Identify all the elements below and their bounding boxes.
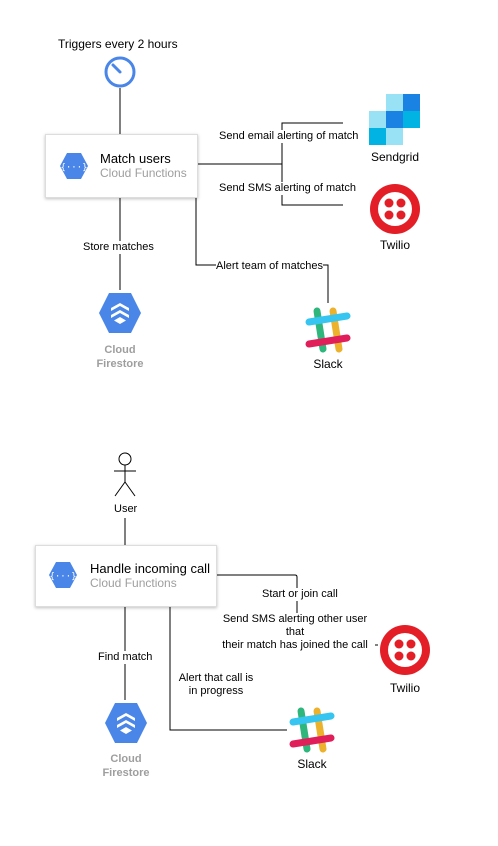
card-title: Handle incoming call <box>90 561 210 576</box>
edge-alert-label-line-2: in progress <box>188 685 244 697</box>
handle-incoming-call-card[interactable]: {···} Handle incoming call Cloud Functio… <box>35 545 217 607</box>
sendgrid-label: Sendgrid <box>370 150 420 164</box>
trigger-label: Triggers every 2 hours <box>58 37 178 51</box>
twilio-icon <box>370 184 420 234</box>
cloud-functions-icon: {···} <box>60 153 88 179</box>
edge-sms-line <box>281 164 343 206</box>
timer-icon <box>104 56 136 88</box>
svg-text:{···}: {···} <box>49 572 76 582</box>
card-subtitle: Cloud Functions <box>90 576 177 590</box>
edge-sms-label-line-2: their match has joined the call <box>222 639 368 651</box>
firestore-label-line-2: Firestore <box>102 767 150 779</box>
firestore-icon <box>105 703 147 743</box>
edge-start-line <box>215 574 378 646</box>
slack-icon <box>289 707 335 753</box>
user-icon <box>114 452 136 497</box>
edge-start-label: Start or join call <box>262 588 338 601</box>
edge-store-label: Store matches <box>83 241 154 254</box>
edge-alert-line <box>169 605 287 731</box>
card-subtitle: Cloud Functions <box>100 166 187 180</box>
edge-sms-label-line-1: Send SMS alerting other user that <box>222 613 368 638</box>
twilio-label: Twilio <box>379 238 410 252</box>
firestore-label: Cloud Firestore <box>80 343 160 371</box>
edge-sms-label: Send SMS alerting other user that their … <box>215 613 375 652</box>
edge-alert-label-line-1: Alert that call is <box>178 672 254 684</box>
firestore-label-line-1: Cloud <box>110 753 142 765</box>
slack-label: Slack <box>313 357 343 371</box>
edge-alert-label: Alert that call is in progress <box>172 672 260 698</box>
card-title: Match users <box>100 151 171 166</box>
svg-text:{···}: {···} <box>60 163 87 173</box>
edge-email-label: Send email alerting of match <box>219 130 359 143</box>
edge-sms-label: Send SMS alerting of match <box>219 182 356 195</box>
slack-label: Slack <box>297 757 327 771</box>
firestore-icon <box>99 293 141 333</box>
user-label: User <box>114 503 138 516</box>
edge-slack-line <box>195 190 329 303</box>
match-users-card[interactable]: {···} Match users Cloud Functions <box>45 134 198 198</box>
twilio-icon <box>380 625 430 675</box>
twilio-label: Twilio <box>389 681 420 695</box>
cloud-functions-icon: {···} <box>49 562 77 588</box>
edge-email-line <box>196 122 343 165</box>
edge-slack-label: Alert team of matches <box>216 260 323 273</box>
slack-icon <box>305 307 351 353</box>
firestore-label: Cloud Firestore <box>86 752 166 780</box>
firestore-label-line-1: Cloud <box>104 344 136 356</box>
firestore-label-line-2: Firestore <box>96 358 144 370</box>
edge-find-label: Find match <box>98 651 153 664</box>
sendgrid-icon <box>369 94 420 145</box>
